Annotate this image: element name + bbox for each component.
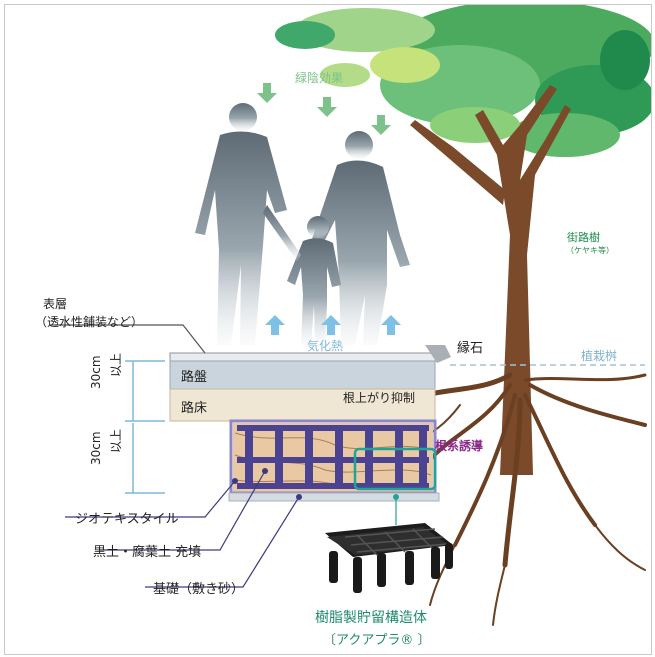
label-depth-bottom: 30cm — [89, 431, 103, 465]
roadbed-layer — [169, 360, 436, 390]
label-roadside-tree: 街路樹 — [567, 231, 600, 244]
label-surface-layer-note: （透水性舗装など） — [35, 315, 144, 329]
label-root-guidance: 根系誘導 — [435, 439, 484, 453]
family-silhouette — [195, 103, 410, 345]
label-green-shade: 緑陰効果 — [295, 71, 344, 85]
pavement-surface — [169, 352, 438, 362]
label-subgrade: 路床 — [181, 401, 208, 416]
label-depth-top: 30cm — [89, 355, 103, 389]
depth-bottom-cm: 30cm — [89, 431, 103, 465]
label-roadside-tree-note: （ケヤキ等） — [566, 246, 614, 255]
depth-top-cm: 30cm — [89, 355, 103, 389]
label-curb: 縁石 — [457, 341, 484, 356]
label-depth-top-more: 以上 — [109, 352, 123, 377]
storage-module-section — [228, 419, 440, 502]
label-product-brand: 〔アクアプラ® 〕 — [323, 633, 431, 648]
label-depth-bottom-more: 以上 — [109, 428, 123, 453]
diagram-frame: 緑陰効果 気化熱 表層 （透水性舗装など） 縁石 街路樹 （ケヤキ等） 植栽桝 … — [4, 4, 652, 655]
leader-lines — [50, 324, 397, 588]
depth-brackets — [125, 360, 165, 494]
label-foundation: 基礎（敷き砂） — [153, 582, 245, 597]
label-root-lift-control: 根上がり抑制 — [343, 391, 416, 405]
label-surface-layer: 表層 — [43, 297, 68, 311]
label-evaporation: 気化熱 — [307, 339, 344, 353]
curb-stone — [425, 345, 451, 363]
tree-trunk — [410, 85, 571, 475]
evaporation-arrows — [265, 315, 401, 335]
tree-roots — [394, 372, 647, 626]
illustration — [50, 5, 651, 626]
label-geotextile: ジオテキスタイル — [75, 512, 179, 527]
shade-arrows — [257, 83, 391, 135]
product-module-image — [325, 523, 453, 593]
subgrade-layer — [169, 388, 436, 422]
label-planting-basin: 植栽桝 — [581, 349, 618, 363]
label-product-name: 樹脂製貯留構造体 — [315, 610, 427, 626]
label-soil-fill: 黒土・腐葉土 充填 — [93, 545, 202, 560]
label-roadbed: 路盤 — [181, 370, 208, 385]
